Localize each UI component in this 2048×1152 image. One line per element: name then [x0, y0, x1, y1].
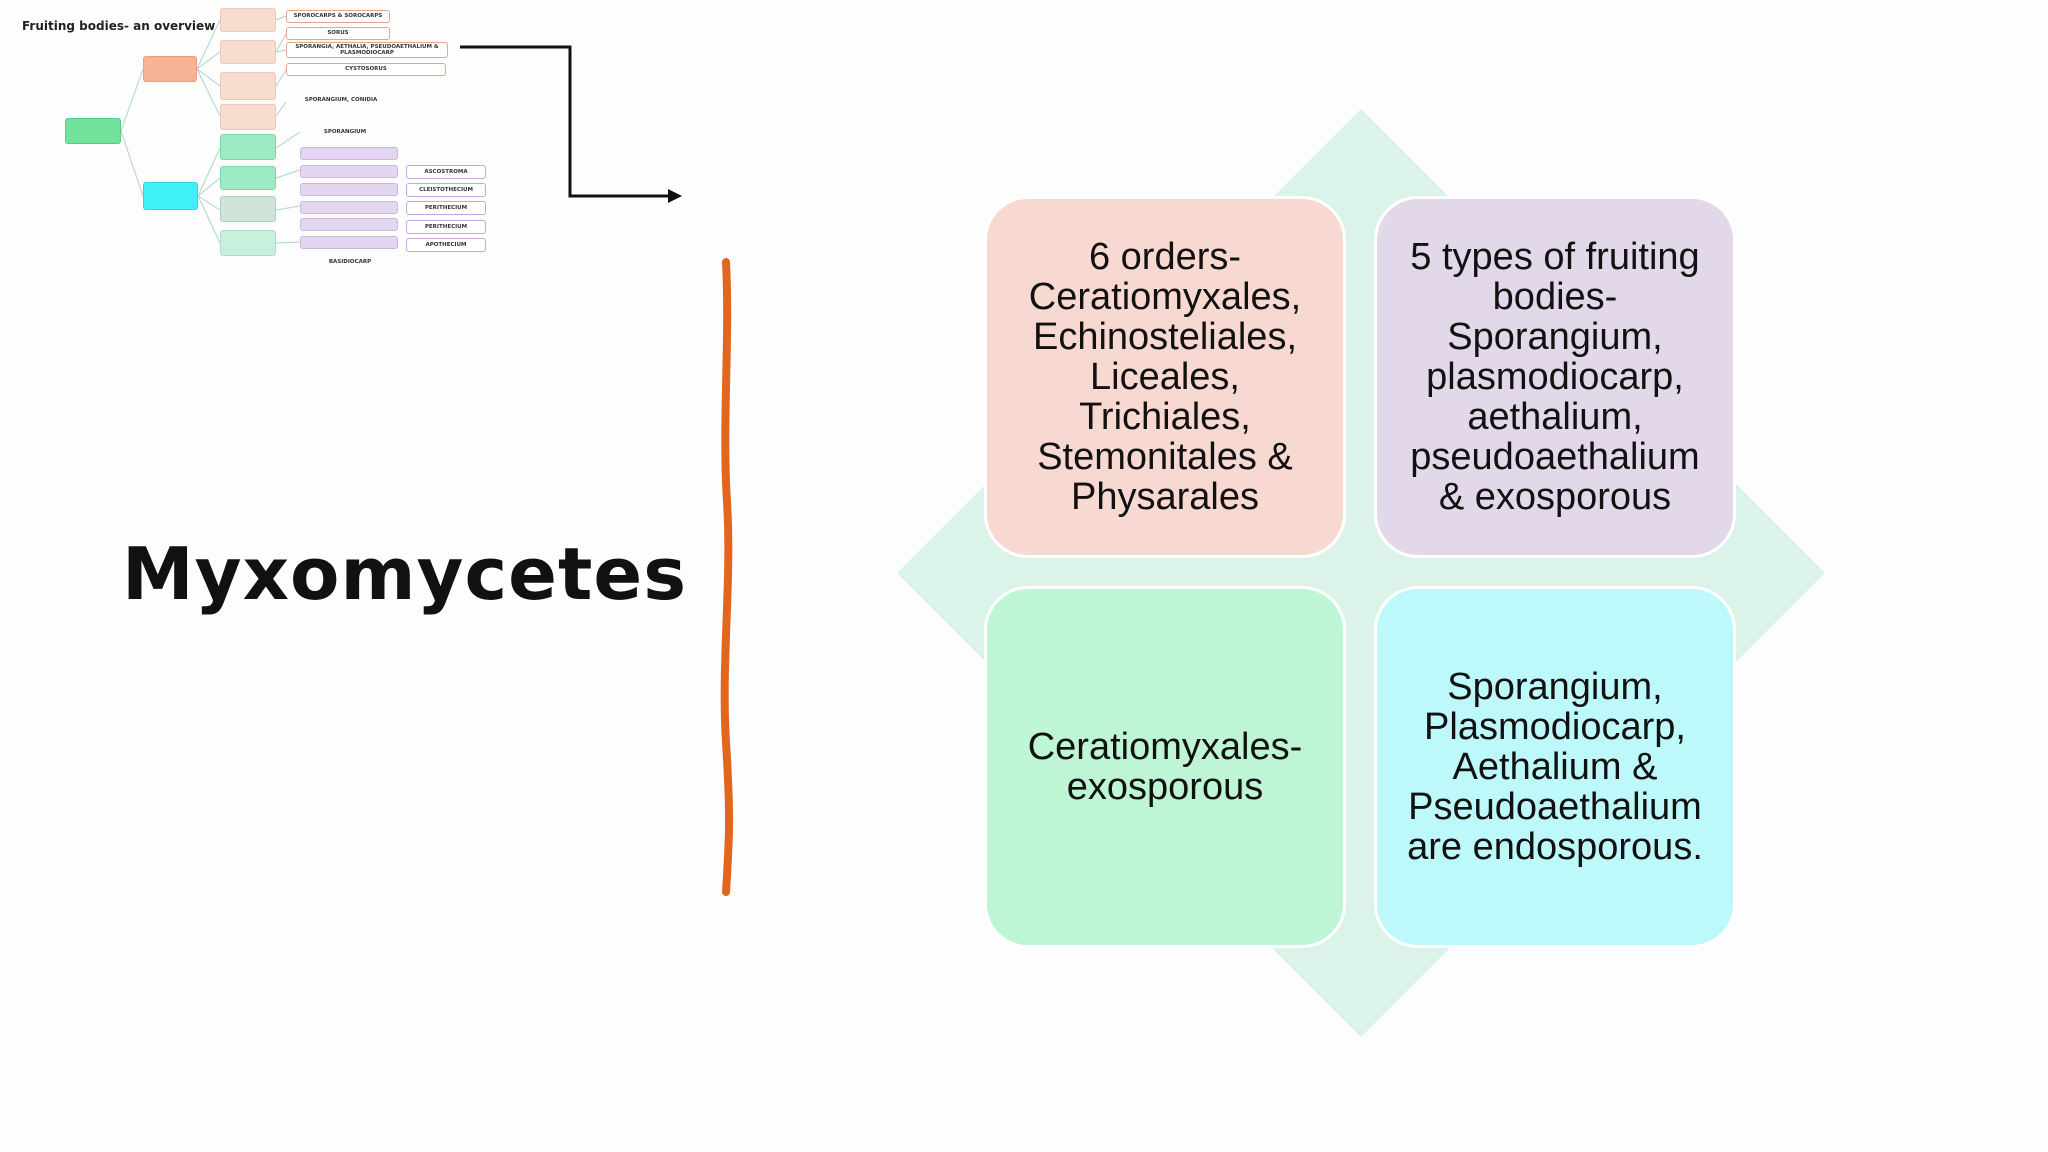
thumbnail-class: [300, 147, 398, 160]
thumbnail-label: SPORANGIA, AETHALIA, PSEUDOAETHALIUM & P…: [286, 42, 448, 58]
quadrant-bottom-left: Ceratiomyxales- exosporous: [984, 586, 1346, 948]
thumbnail-node: [220, 8, 276, 32]
thumbnail-class: [300, 218, 398, 231]
thumbnail-label: SPOROCARPS & SOROCARPS: [286, 10, 390, 23]
thumbnail-label: APOTHECIUM: [406, 238, 486, 252]
thumbnail-node: [220, 104, 276, 130]
thumbnail-label: PERITHECIUM: [406, 220, 486, 234]
thumbnail-label: BASIDIOCARP: [328, 259, 372, 266]
thumbnail-class: [300, 236, 398, 249]
thumbnail-label: ASCOSTROMA: [406, 165, 486, 179]
thumbnail-label: SPORANGIUM, CONIDIA: [304, 97, 378, 104]
thumbnail-label: PERITHECIUM: [406, 201, 486, 215]
thumbnail-node: [220, 196, 276, 222]
thumbnail-root-node: [65, 118, 121, 144]
vertical-divider-line: [720, 258, 734, 896]
slide-title: Myxomycetes: [122, 532, 688, 616]
thumbnail-node: [220, 230, 276, 256]
thumbnail-label: SORUS: [286, 27, 390, 40]
thumbnail-label: SPORANGIUM: [323, 129, 367, 136]
thumbnail-connectors: [120, 15, 301, 244]
quadrant-top-right: 5 types of fruiting bodies- Sporangium, …: [1374, 196, 1736, 558]
thumbnail-title: Fruiting bodies- an overview: [22, 19, 216, 33]
thumbnail-class: [300, 201, 398, 214]
quadrant-bottom-right: Sporangium, Plasmodiocarp, Aethalium & P…: [1374, 586, 1736, 948]
thumbnail-class: [300, 183, 398, 196]
thumbnail-node: [220, 134, 276, 160]
thumbnail-label: CYSTOSORUS: [286, 63, 446, 76]
thumbnail-branch-bottom: [143, 182, 198, 210]
thumbnail-branch-top: [143, 56, 197, 82]
overview-thumbnail: Fruiting bodies- an overview SPOROCARPS …: [0, 0, 500, 290]
thumbnail-class: [300, 165, 398, 178]
quadrant-top-left: 6 orders- Ceratiomyxales, Echinosteliale…: [984, 196, 1346, 558]
thumbnail-node: [220, 72, 276, 100]
thumbnail-label: CLEISTOTHECIUM: [406, 183, 486, 197]
thumbnail-node: [220, 40, 276, 64]
thumbnail-node: [220, 166, 276, 190]
